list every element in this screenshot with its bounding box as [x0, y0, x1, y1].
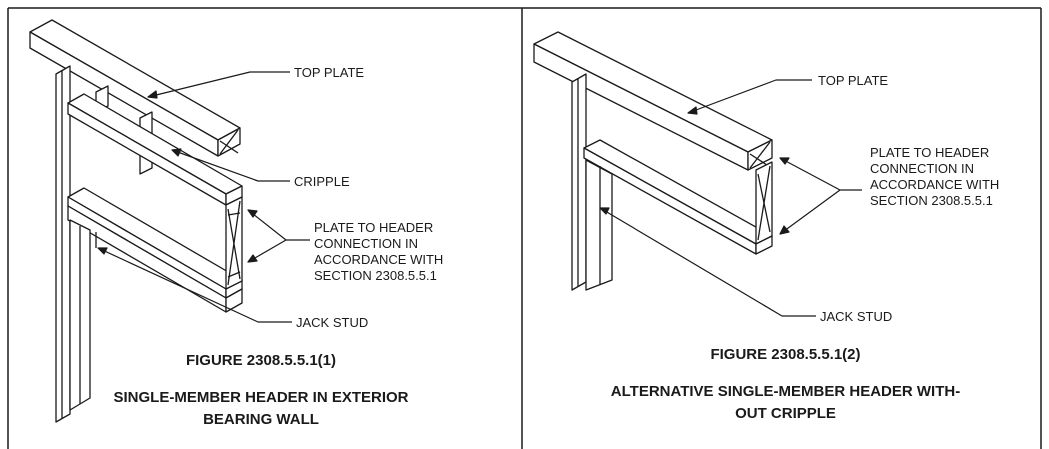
right-figure-title: ALTERNATIVE SINGLE-MEMBER HEADER WITH- O… — [522, 381, 1049, 425]
left-jack-stud-label: JACK STUD — [296, 315, 368, 330]
left-cripple-label: CRIPPLE — [294, 174, 350, 189]
left-figure-number: FIGURE 2308.5.5.1(1) — [185, 352, 337, 369]
right-connection-label-line2: CONNECTION IN — [870, 161, 974, 176]
right-king-stud — [571, 73, 587, 291]
right-connection-label-line1: PLATE TO HEADER — [870, 145, 989, 160]
right-leaders — [599, 79, 862, 317]
right-figure-number: FIGURE 2308.5.5.1(2) — [710, 346, 861, 363]
right-figure-title-line2: OUT CRIPPLE — [735, 405, 836, 422]
left-top-plate-member — [29, 19, 241, 157]
right-header-end-block — [755, 161, 773, 245]
right-top-plate-member — [533, 31, 773, 171]
left-connection-label-line1: PLATE TO HEADER — [314, 220, 433, 235]
left-jack-stud — [69, 219, 97, 411]
right-header-lower — [755, 235, 773, 255]
figure-right-panel: TOP PLATE PLATE TO HEADER CONNECTION IN … — [522, 0, 1049, 449]
left-header-lower — [67, 187, 243, 299]
left-figure-title: SINGLE-MEMBER HEADER IN EXTERIOR BEARING… — [0, 387, 522, 431]
right-connection-label-line3: ACCORDANCE WITH — [870, 177, 999, 192]
left-framing-drawing: TOP PLATE CRIPPLE PLATE TO HEADER CONNEC… — [29, 19, 443, 423]
right-framing-drawing: TOP PLATE PLATE TO HEADER CONNECTION IN … — [533, 31, 999, 324]
right-header-upper — [583, 139, 773, 255]
left-figure-title-line2: BEARING WALL — [203, 411, 319, 428]
left-connection-label-line2: CONNECTION IN — [314, 236, 418, 251]
left-king-stud — [55, 65, 71, 423]
left-header-end-block — [225, 196, 243, 290]
left-leaders — [97, 71, 310, 323]
left-figure-title-line1: SINGLE-MEMBER HEADER IN EXTERIOR — [113, 389, 409, 406]
left-connection-label-line4: SECTION 2308.5.5.1 — [314, 268, 437, 283]
right-jack-stud-label: JACK STUD — [820, 309, 892, 324]
left-lower-plate — [67, 205, 243, 313]
left-connection-label-line3: ACCORDANCE WITH — [314, 252, 443, 267]
figure-left-panel: TOP PLATE CRIPPLE PLATE TO HEADER CONNEC… — [0, 0, 522, 449]
right-figure-title-line1: ALTERNATIVE SINGLE-MEMBER HEADER WITH- — [610, 383, 961, 400]
right-top-plate-label: TOP PLATE — [818, 73, 888, 88]
right-connection-label-line4: SECTION 2308.5.5.1 — [870, 193, 993, 208]
left-top-plate-label: TOP PLATE — [294, 65, 364, 80]
right-jack-stud — [585, 159, 613, 291]
